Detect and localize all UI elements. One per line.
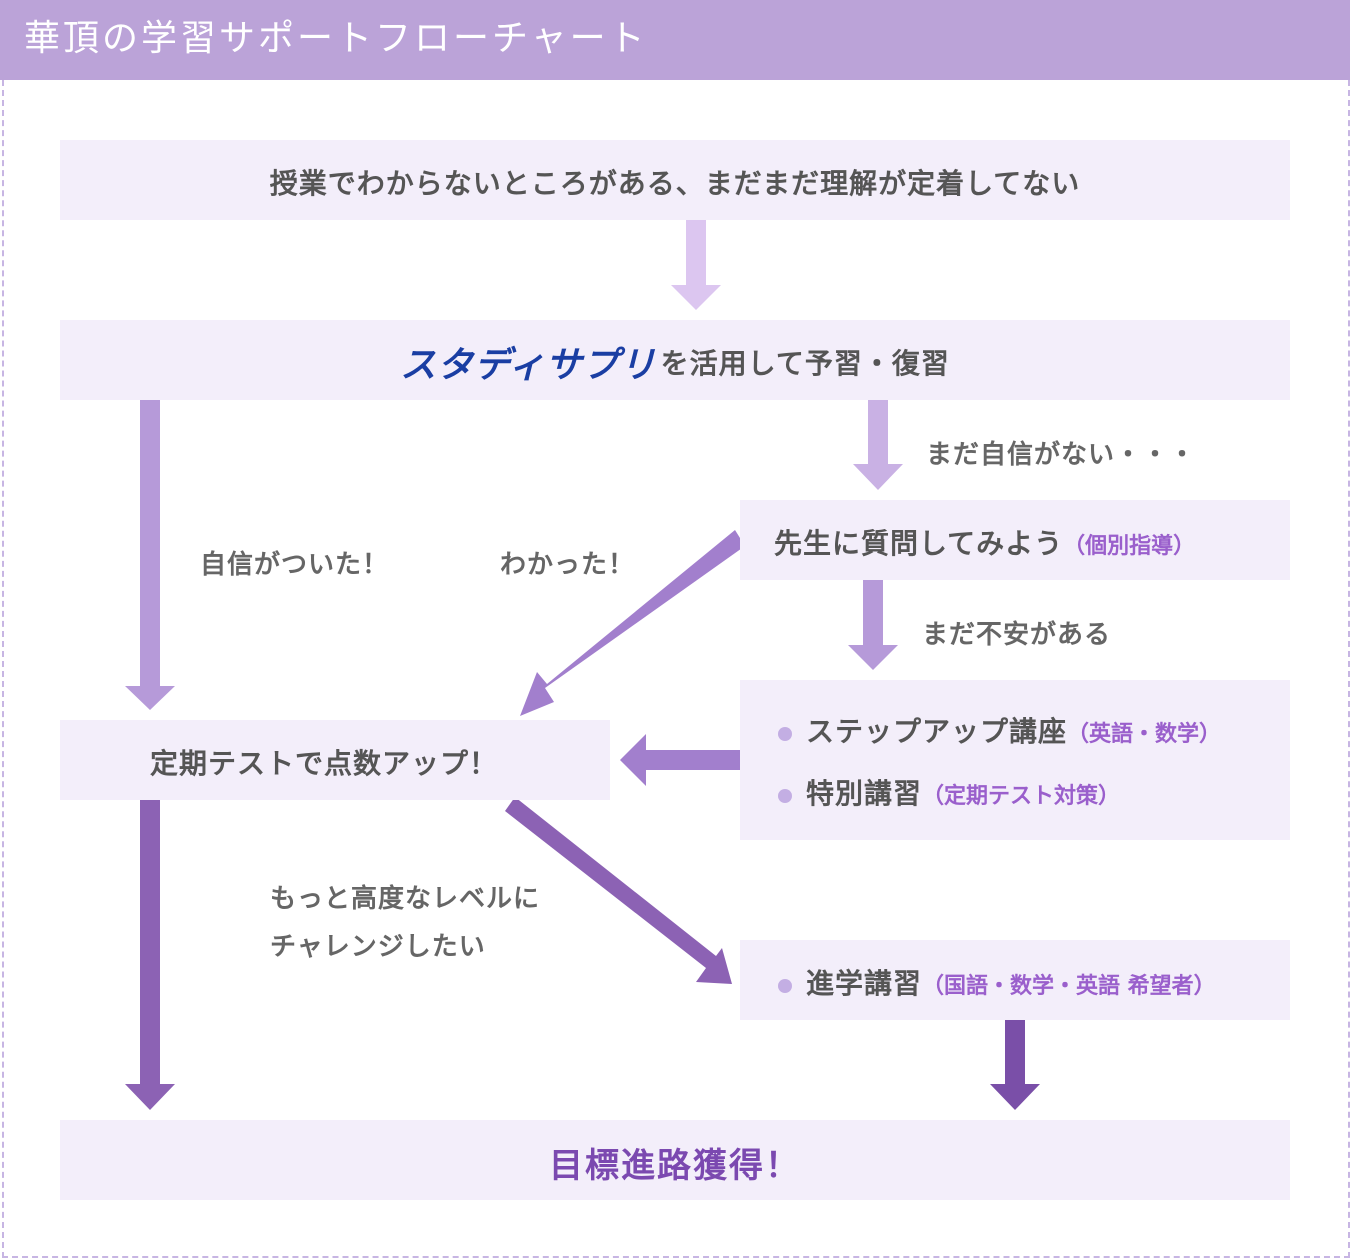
label-confident: 自信がついた！: [200, 550, 390, 580]
node-goal-label: 目標進路獲得！: [549, 1146, 801, 1186]
node-advanced: 進学講習（国語・数学・英語 希望者）: [740, 940, 1290, 1020]
node-question: 先生に質問してみよう（個別指導）: [740, 500, 1290, 580]
label-understood: わかった！: [500, 550, 636, 580]
node-studysapuri-content: スタディサプリを活用して予習・復習: [60, 336, 1290, 388]
node-start: 授業でわからないところがある、まだまだ理解が定着してない: [60, 140, 1290, 220]
bullet-icon: [778, 978, 792, 993]
node-test-label: 定期テストで点数アップ！: [150, 747, 499, 780]
course-item-paren: （英語・数学）: [1067, 722, 1222, 747]
label-challenge-line1: もっと高度なレベルに: [270, 884, 541, 914]
course-item-label: 特別講習: [806, 777, 923, 810]
node-start-label: 授業でわからないところがある、まだまだ理解が定着してない: [269, 167, 1081, 200]
advanced-item-label: 進学講習: [806, 967, 923, 1000]
arrow-start-to-sapuri: [671, 220, 721, 310]
node-test: 定期テストで点数アップ！: [60, 720, 610, 800]
node-studysapuri-label: を活用して予習・復習: [660, 347, 950, 380]
course-item-label: ステップアップ講座: [806, 715, 1068, 748]
arrow-question-to-courses: [848, 580, 898, 670]
node-goal: 目標進路獲得！: [60, 1120, 1290, 1200]
advanced-item: 進学講習（国語・数学・英語 希望者）: [778, 962, 1216, 1002]
advanced-item-paren: （国語・数学・英語 希望者）: [922, 974, 1216, 999]
arrow-question-to-test: [520, 530, 745, 716]
node-question-content: 先生に質問してみよう（個別指導）: [774, 522, 1195, 562]
bullet-icon: [778, 726, 792, 741]
label-challenge-line2: チャレンジしたい: [270, 932, 486, 962]
arrow-test-to-goal: [125, 800, 175, 1110]
dashed-frame: [2, 80, 1350, 1258]
node-courses: ステップアップ講座（英語・数学） 特別講習（定期テスト対策）: [740, 680, 1290, 840]
arrow-sapuri-to-test: [125, 400, 175, 710]
header-bar: 華頂の学習サポートフローチャート: [0, 0, 1350, 80]
arrow-courses-to-test: [620, 734, 740, 786]
course-item-paren: （定期テスト対策）: [922, 784, 1121, 809]
arrow-advanced-to-goal: [990, 1020, 1040, 1110]
course-item-stepup: ステップアップ講座（英語・数学）: [778, 710, 1221, 750]
studysapuri-logo: スタディサプリ: [400, 345, 657, 386]
label-not-confident: まだ自信がない・・・: [926, 440, 1197, 470]
node-question-label: 先生に質問してみよう: [774, 527, 1064, 560]
label-still-anxious: まだ不安がある: [922, 620, 1112, 650]
node-question-paren: （個別指導）: [1063, 534, 1196, 559]
bullet-icon: [778, 788, 792, 803]
course-item-special: 特別講習（定期テスト対策）: [778, 772, 1120, 812]
arrow-sapuri-to-question: [853, 400, 903, 490]
arrow-test-to-advanced: [505, 797, 732, 984]
node-studysapuri: スタディサプリを活用して予習・復習: [60, 320, 1290, 400]
page-title: 華頂の学習サポートフローチャート: [24, 18, 648, 59]
